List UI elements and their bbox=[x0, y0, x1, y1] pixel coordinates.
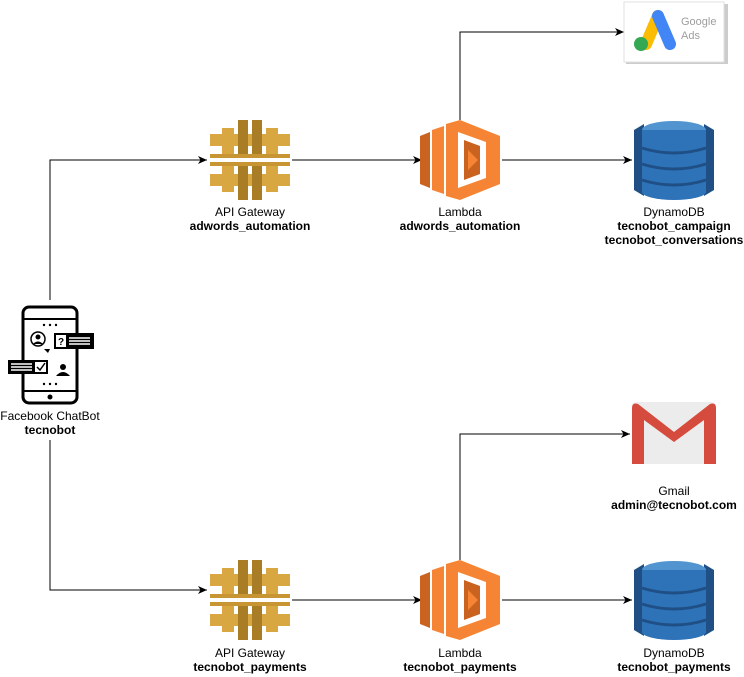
gmail-service: Gmail bbox=[658, 484, 690, 498]
gateway-bottom-service: API Gateway bbox=[214, 646, 286, 660]
dynamodb-icon-top bbox=[634, 121, 714, 200]
lambda-bottom-label: Lambda tecnobot_payments bbox=[403, 646, 516, 674]
lambda-icon-top bbox=[420, 120, 500, 200]
gateway-top-name: adwords_automation bbox=[189, 219, 311, 233]
lambda-bottom-service: Lambda bbox=[438, 646, 482, 660]
dynamodb-top-name-1: tecnobot_campaign bbox=[617, 219, 731, 233]
lambda-top-label: Lambda adwords_automation bbox=[400, 205, 521, 233]
chatbot-name: tecnobot bbox=[24, 423, 76, 437]
chatbot-phone-icon: ? bbox=[8, 305, 94, 405]
lambda-icon-bottom bbox=[420, 560, 500, 640]
chatbot-service: Facebook ChatBot bbox=[0, 409, 100, 423]
lambda-top-service: Lambda bbox=[438, 205, 482, 219]
dynamodb-icon-bottom bbox=[634, 561, 714, 640]
api-gateway-icon-bottom bbox=[210, 560, 290, 640]
gmail-name: admin@tecnobot.com bbox=[611, 498, 737, 512]
gmail-icon bbox=[632, 402, 716, 464]
dynamodb-top-service: DynamoDB bbox=[643, 205, 705, 219]
gmail-label: Gmail admin@tecnobot.com bbox=[611, 484, 737, 512]
gateway-top-service: API Gateway bbox=[214, 205, 286, 219]
gateway-bottom-label: API Gateway tecnobot_payments bbox=[193, 646, 306, 674]
api-gateway-icon-top bbox=[210, 120, 290, 200]
gateway-bottom-name: tecnobot_payments bbox=[193, 660, 307, 674]
gateway-top-label: API Gateway adwords_automation bbox=[190, 205, 311, 233]
google-ads-icon bbox=[623, 1, 728, 64]
lambda-bottom-name: tecnobot_payments bbox=[403, 660, 517, 674]
google-ads-line2: Ads bbox=[681, 30, 700, 42]
dynamodb-bottom-name: tecnobot_payments bbox=[617, 660, 731, 674]
connector-lambda-to-google-ads bbox=[459, 28, 624, 120]
connector-chatbot-to-gateway-top bbox=[49, 156, 207, 300]
lambda-top-name: adwords_automation bbox=[399, 219, 521, 233]
dynamodb-top-label: DynamoDB tecnobot_campaign tecnobot_conv… bbox=[605, 205, 744, 247]
google-ads-line1: Google bbox=[681, 16, 717, 28]
dynamodb-bottom-label: DynamoDB tecnobot_payments bbox=[617, 646, 730, 674]
dynamodb-bottom-service: DynamoDB bbox=[643, 646, 705, 660]
google-ads-label: Google Ads bbox=[681, 15, 716, 43]
connector-lambda-to-gmail bbox=[459, 430, 630, 560]
svg-text:?: ? bbox=[58, 337, 64, 348]
chatbot-label: Facebook ChatBot tecnobot bbox=[0, 409, 99, 437]
connectors bbox=[49, 28, 632, 604]
dynamodb-top-name-2: tecnobot_conversations bbox=[604, 233, 744, 247]
connector-chatbot-to-gateway-bottom bbox=[49, 440, 207, 594]
